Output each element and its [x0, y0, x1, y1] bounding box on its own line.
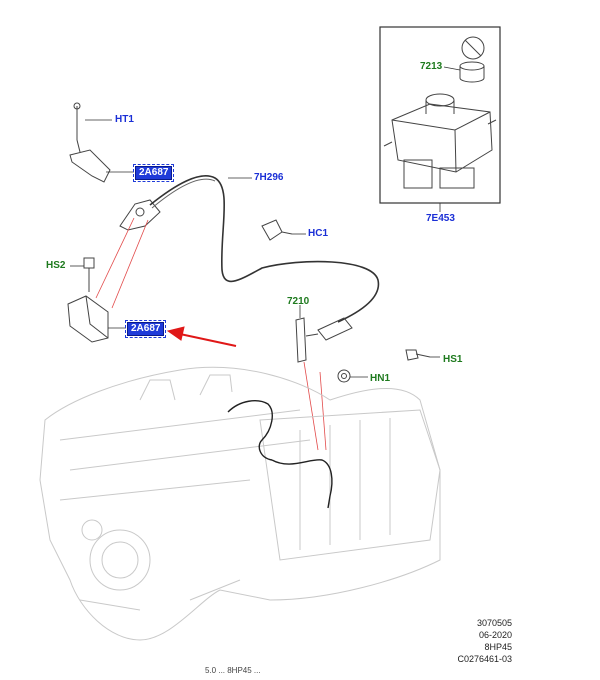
callout-cable[interactable]: 7H296 [254, 172, 284, 183]
reference-line-3: 8HP45 [484, 642, 512, 652]
callout-lever[interactable]: 7210 [287, 296, 310, 307]
fasteners [337, 349, 431, 383]
knob-part [459, 36, 485, 83]
reference-line-2: 06-2020 [478, 630, 512, 640]
callout-hs1[interactable]: HS1 [443, 354, 463, 365]
hc1-clip-part [261, 219, 293, 241]
callout-knob[interactable]: 7213 [420, 61, 443, 72]
reference-line-1: 3070505 [476, 618, 512, 628]
reference-line-4: C0276461-03 [457, 654, 512, 664]
upper-bracket-part [69, 102, 111, 183]
harness [227, 400, 333, 509]
cutoff-caption: 5.0 ... 8HP45 ... [205, 666, 261, 675]
callout-selector[interactable]: 7E453 [426, 213, 455, 224]
callout-hc1[interactable]: HC1 [308, 228, 329, 239]
cable-clip-part [119, 199, 161, 231]
reference-lines [95, 217, 327, 451]
callout-hs2[interactable]: HS2 [46, 260, 66, 271]
callout-bracket-upper[interactable]: 2A687 [132, 164, 175, 182]
lower-bracket-part [67, 257, 109, 343]
callout-bracket-lower[interactable]: 2A687 [124, 320, 167, 338]
shift-lever-part [295, 317, 353, 363]
callout-hn1[interactable]: HN1 [370, 373, 391, 384]
shift-cable [149, 175, 380, 323]
engine-assembly [39, 366, 441, 641]
callout-ht1[interactable]: HT1 [115, 114, 134, 125]
leader-lines [70, 66, 461, 378]
pointer-arrow [166, 326, 237, 347]
selector-unit-part [383, 93, 497, 189]
diagram-reference-block: 3070505 06-2020 8HP45 C0276461-03 [457, 617, 512, 665]
